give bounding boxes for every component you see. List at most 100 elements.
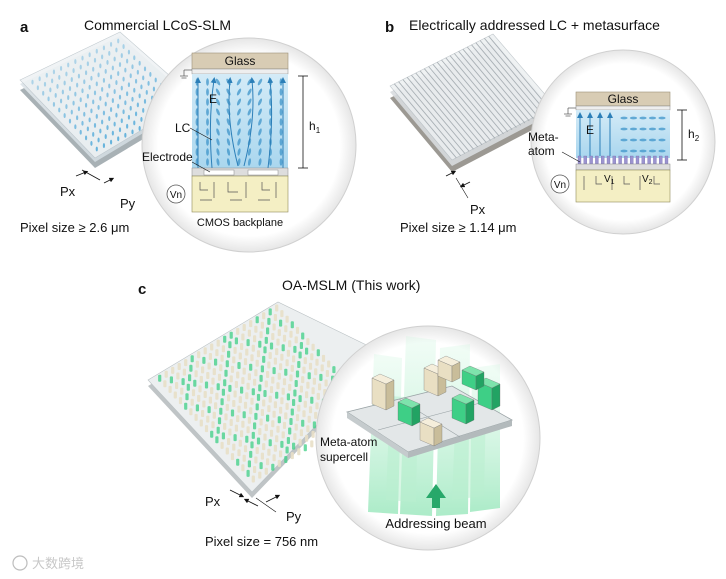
meta-atom-pillar bbox=[286, 393, 290, 401]
panel-c-px-label: Px bbox=[205, 494, 221, 509]
lc-molecule bbox=[658, 149, 666, 153]
meta-atom-pillar bbox=[262, 355, 266, 363]
meta-atom-pillar bbox=[233, 390, 237, 398]
meta-atom-pillar bbox=[267, 405, 271, 413]
meta-atom-pillar bbox=[206, 415, 210, 423]
meta-atom-pillar bbox=[237, 449, 241, 457]
meta-atom-pillar bbox=[197, 351, 201, 359]
meta-atom-pillar bbox=[253, 466, 257, 473]
lc-molecule bbox=[279, 78, 283, 86]
lc-pixel bbox=[47, 96, 50, 102]
meta-atom-pillar bbox=[302, 410, 306, 418]
meta-atom-pillar bbox=[275, 391, 279, 399]
meta-atom-pillar bbox=[306, 425, 310, 433]
lc-molecule bbox=[658, 116, 666, 120]
metasurface-stripe bbox=[398, 81, 461, 156]
meta-atom-pillar bbox=[214, 358, 218, 366]
meta-atom-pillar bbox=[306, 381, 310, 389]
meta-atom-pillar bbox=[224, 369, 228, 377]
panel-c-meta-atom-label-2: supercell bbox=[320, 450, 368, 464]
metasurface-stripe bbox=[454, 53, 517, 128]
meta-atom-pillar bbox=[281, 387, 285, 395]
meta-atom-pillar bbox=[158, 374, 162, 382]
lc-molecule bbox=[648, 149, 657, 153]
lc-pixel bbox=[126, 58, 129, 64]
meta-atom-pillar bbox=[194, 413, 198, 421]
meta-atom-pillar bbox=[316, 392, 320, 400]
meta-atom-pillar bbox=[215, 392, 219, 400]
lc-molecule bbox=[216, 138, 220, 146]
meta-atom-pillar bbox=[267, 448, 271, 456]
lc-pixel bbox=[108, 116, 111, 121]
lc-pixel bbox=[147, 81, 150, 86]
lc-molecule bbox=[620, 127, 628, 131]
meta-atom-pillar bbox=[203, 347, 207, 355]
lc-pixel bbox=[133, 87, 136, 93]
meta-atom-pillar bbox=[276, 425, 280, 433]
lc-molecule bbox=[237, 158, 241, 166]
metasurface-stripe bbox=[402, 79, 466, 154]
lc-pixel bbox=[67, 95, 70, 100]
lc-pixel bbox=[102, 78, 106, 83]
panel-b-backplane bbox=[575, 169, 671, 203]
meta-atom-pillar bbox=[163, 380, 167, 388]
lc-pixel bbox=[74, 59, 77, 64]
lc-pixel bbox=[90, 75, 93, 81]
lc-molecule bbox=[216, 108, 220, 116]
meta-atom-pillar bbox=[191, 389, 196, 397]
lc-pixel bbox=[134, 111, 138, 117]
meta-atom-pillar bbox=[277, 416, 281, 424]
lc-molecule bbox=[279, 148, 283, 156]
meta-atom-pillar bbox=[260, 452, 264, 460]
lc-pixel bbox=[49, 87, 52, 93]
panel-a-glass-label: Glass bbox=[225, 54, 256, 68]
lc-pixel bbox=[99, 128, 102, 134]
meta-atom-pillar bbox=[320, 364, 324, 372]
meta-atom-pillar bbox=[210, 387, 214, 395]
meta-atom-block bbox=[419, 417, 443, 447]
meta-atom-pillar bbox=[202, 356, 206, 364]
panel-c-letter: c bbox=[138, 281, 146, 298]
panel-b-letter: b bbox=[385, 19, 394, 36]
meta-atom-pillar bbox=[250, 397, 254, 405]
lc-molecule bbox=[247, 148, 252, 156]
panel-c-pixel-size: Pixel size = 756 nm bbox=[205, 534, 318, 549]
panel-a-pixel-size: Pixel size ≥ 2.6 μm bbox=[20, 220, 129, 235]
lc-pixel bbox=[140, 117, 143, 122]
meta-atom-pillar bbox=[175, 382, 179, 389]
panel-a-px-label: Px bbox=[60, 184, 76, 199]
lc-pixel bbox=[93, 57, 97, 63]
meta-atom bbox=[618, 155, 622, 165]
panel-b-vn-label: Vn bbox=[554, 180, 566, 191]
metasurface-stripe bbox=[475, 42, 539, 117]
meta-atom-pillar bbox=[259, 462, 263, 470]
meta-atom-pillar bbox=[173, 391, 177, 399]
lc-pixel bbox=[104, 69, 107, 74]
metasurface-stripe bbox=[441, 59, 504, 135]
panel-a-title: Commercial LCoS-SLM bbox=[84, 17, 231, 33]
meta-atom bbox=[659, 155, 663, 165]
meta-atom-pillar bbox=[292, 442, 296, 450]
meta-atom-pillar bbox=[240, 386, 244, 394]
lc-pixel bbox=[92, 66, 95, 72]
lc-pixel bbox=[84, 70, 88, 76]
meta-atom-pillar bbox=[311, 430, 315, 438]
meta-atom-pillar bbox=[230, 453, 235, 461]
meta-atom-pillar bbox=[266, 327, 270, 335]
meta-atom-pillar bbox=[185, 393, 189, 401]
meta-atom-pillar bbox=[233, 346, 237, 354]
meta-atom bbox=[606, 155, 611, 165]
lc-pixel bbox=[68, 86, 72, 91]
meta-atom-pillar bbox=[206, 372, 210, 379]
lc-molecule bbox=[279, 138, 283, 146]
lc-molecule bbox=[237, 138, 241, 146]
metasurface-stripes bbox=[393, 35, 552, 159]
panel-c-meta-atom-label-1: Meta-atom bbox=[320, 435, 377, 449]
lc-pixel bbox=[118, 94, 122, 100]
meta-atom-pillar bbox=[285, 359, 289, 367]
meta-atom-pillar bbox=[295, 326, 300, 334]
meta-atom-pillar bbox=[251, 475, 255, 483]
panel-a-field-lines bbox=[195, 77, 286, 169]
lc-pixel bbox=[83, 111, 86, 117]
meta-atom-pillar bbox=[280, 397, 284, 405]
